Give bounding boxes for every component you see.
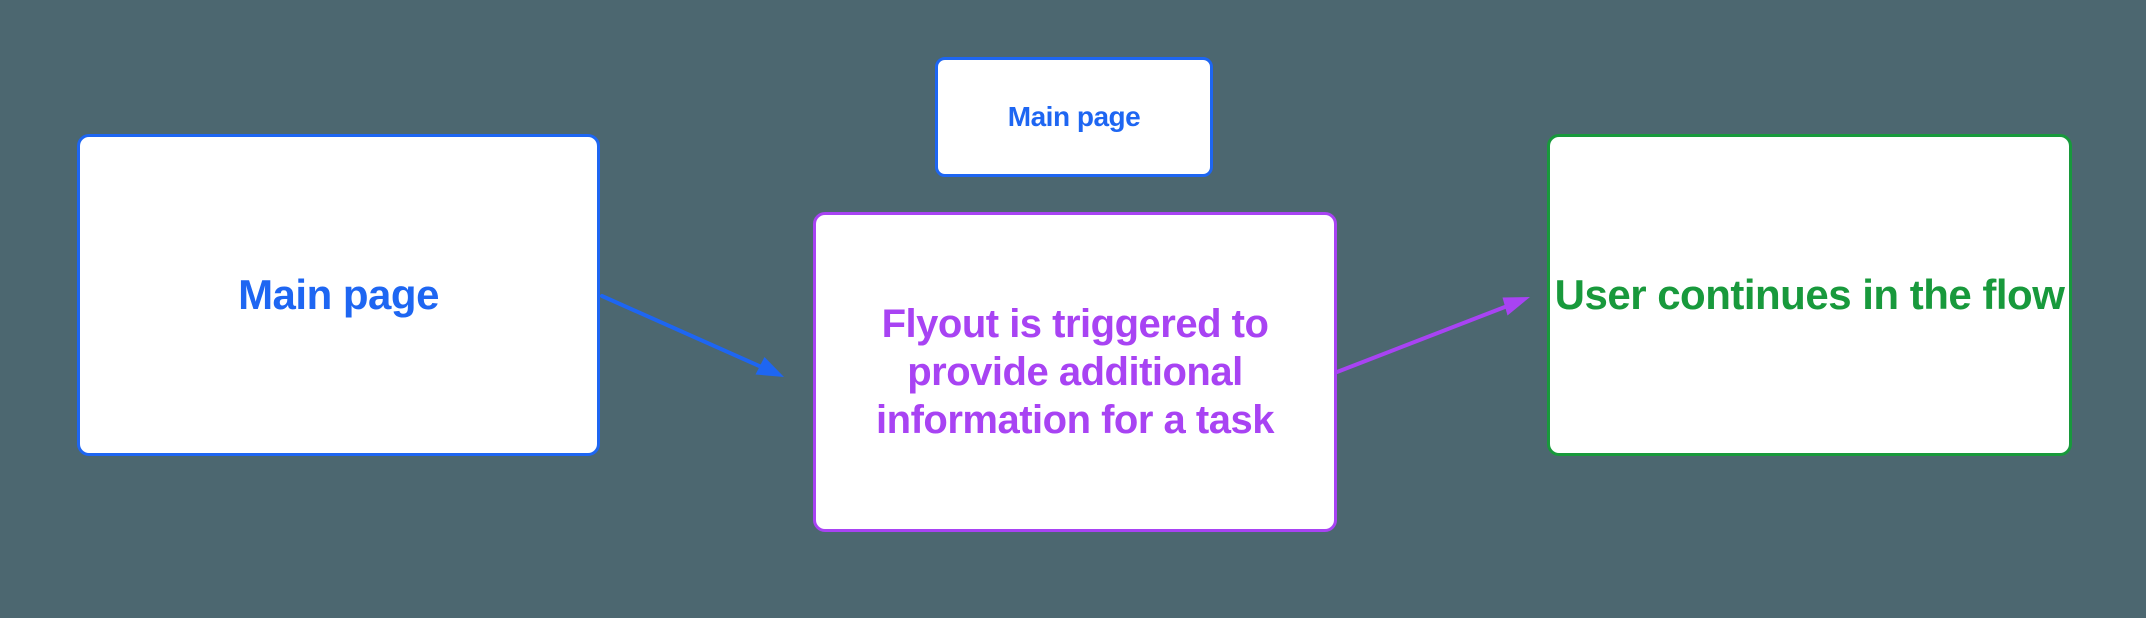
node-user-continues-label: User continues in the flow (1554, 271, 2065, 318)
arrow-flyout-to-user-flow-head (1502, 297, 1530, 316)
arrow-main-page-to-flyout-line (600, 294, 768, 371)
node-main-page-small-label: Main page (1007, 101, 1141, 132)
node-main-page-small: Main page (935, 57, 1213, 177)
node-main-page-label: Main page (238, 271, 439, 318)
arrow-flyout-to-user-flow-line (1335, 303, 1512, 374)
node-flyout: Flyout is triggered to provide additiona… (813, 212, 1337, 532)
node-user-continues: User continues in the flow (1547, 134, 2072, 456)
arrow-main-page-to-flyout-head (755, 357, 784, 377)
node-main-page: Main page (77, 134, 600, 456)
node-flyout-label: Flyout is triggered to provide additiona… (876, 302, 1274, 442)
